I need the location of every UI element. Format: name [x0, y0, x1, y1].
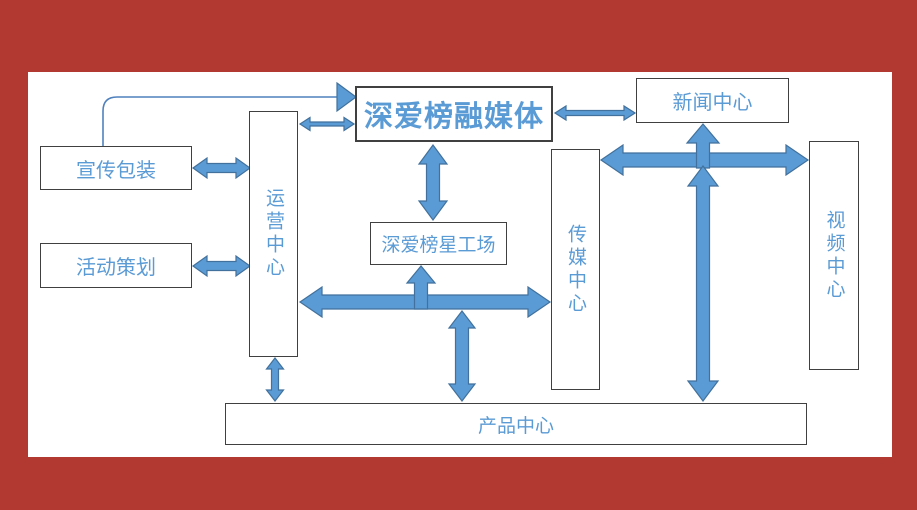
arrow-title-to-news: [553, 104, 637, 122]
video-center-box: 视频中心: [809, 141, 859, 370]
promo-packaging-box: 宣传包装: [40, 146, 192, 190]
operations-center-box: 运营中心: [249, 111, 298, 357]
product-center-box: 产品中心: [225, 403, 807, 445]
arrow-promo-to-operations: [191, 156, 252, 180]
media-hub-box: 深爱榜融媒体: [355, 86, 553, 142]
arrow-title-to-star: [417, 143, 449, 222]
arrow-operations-to-title: [298, 116, 356, 132]
event-planning-box: 活动策划: [40, 243, 192, 288]
media-center-box: 传媒中心: [551, 149, 600, 390]
arrow-event-to-operations: [191, 254, 252, 278]
arrow-operations-to-product: [265, 357, 285, 402]
news-center-box: 新闻中心: [636, 78, 789, 123]
star-factory-box: 深爱榜星工场: [370, 222, 507, 265]
connector-arrowhead-icon: [336, 81, 358, 113]
arrow-news-bar-to-product: [686, 165, 720, 402]
arrow-bar-to-star: [405, 265, 437, 310]
connector-promo-to-title: [102, 96, 337, 146]
arrow-bar-to-product: [447, 310, 477, 402]
